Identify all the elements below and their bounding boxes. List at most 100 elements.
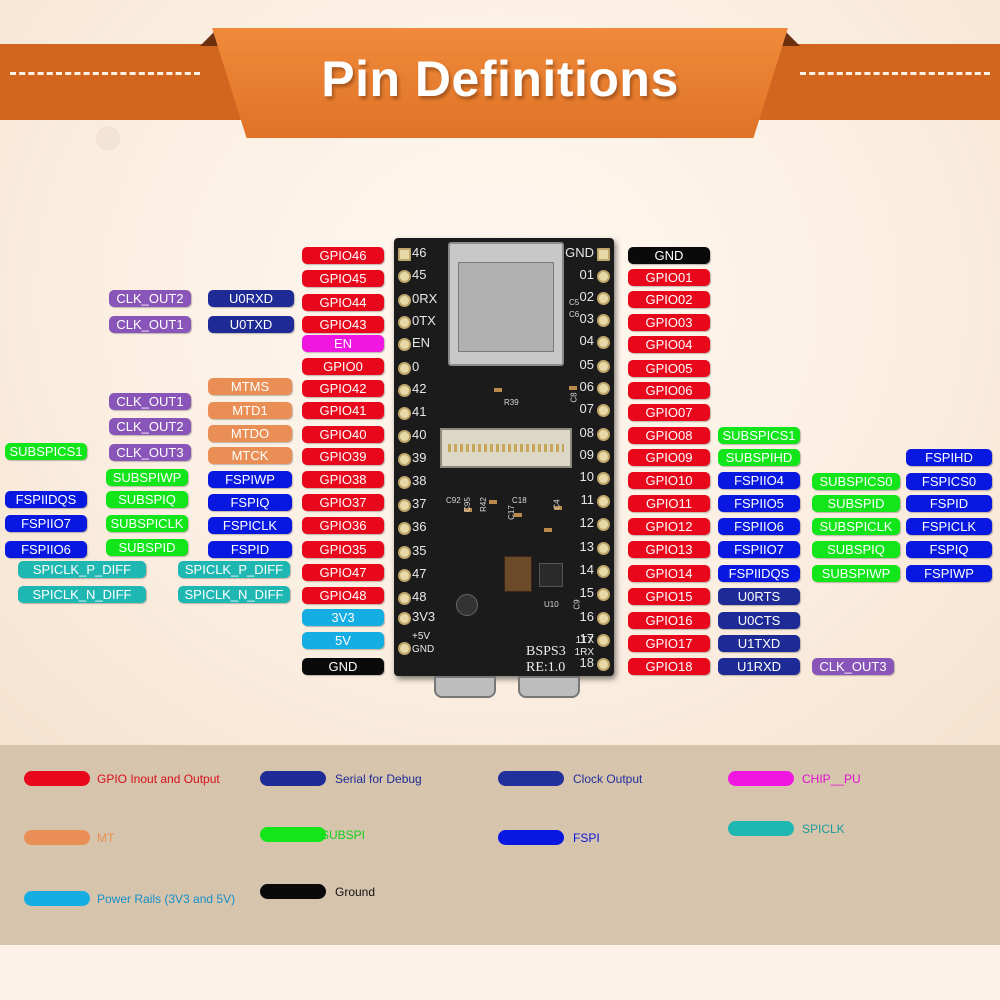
pin-label-gpio14: GPIO14 [628, 565, 710, 582]
pin-label-subspiclk: SUBSPICLK [812, 518, 900, 535]
silk-label-left: 42 [412, 381, 427, 396]
pin-label-fspiio6: FSPIIO6 [5, 541, 87, 558]
pin-label-spiclk-p-diff: SPICLK_P_DIFF [178, 561, 290, 578]
pin-hole-left [398, 546, 411, 559]
pin-label-gpio48: GPIO48 [302, 587, 384, 604]
silk-label-right: 18 [579, 655, 594, 670]
pin-label-clk-out3: CLK_OUT3 [109, 444, 191, 461]
silk-label-right: 10 [579, 469, 594, 484]
legend-label: Ground [335, 885, 376, 899]
legend-swatch [24, 891, 90, 906]
silk-label-right: 06 [579, 379, 594, 394]
pin-label-gpio37: GPIO37 [302, 494, 384, 511]
pin-label-gpio39: GPIO39 [302, 448, 384, 465]
pin-label-gpio46: GPIO46 [302, 247, 384, 264]
component-label: U10 [544, 600, 559, 609]
legend-label: Serial for Debug [335, 772, 422, 786]
pin-label-gpio04: GPIO04 [628, 336, 710, 353]
usb-port-left [434, 676, 496, 698]
pin-label-gpio35: GPIO35 [302, 541, 384, 558]
pin-hole-right [597, 270, 610, 283]
silk-label-right: 15 [579, 585, 594, 600]
pin-hole-right [597, 450, 610, 463]
smd-part [554, 506, 562, 510]
silk-label-right: 13 [579, 539, 594, 554]
board-name-line1: BSPS3 [526, 644, 566, 659]
pin-label-gpio11: GPIO11 [628, 495, 710, 512]
pin-label-clk-out1: CLK_OUT1 [109, 393, 191, 410]
pin-hole-left [398, 642, 411, 655]
legend-label: MT [97, 831, 115, 845]
silk-label-right: 16 [579, 609, 594, 624]
component-label: R42 [478, 497, 488, 512]
pin-label-spiclk-p-diff: SPICLK_P_DIFF [18, 561, 146, 578]
pin-diagram-scene: · Pin Definitions BSPS3 RE:1.0 R39 C8 C9… [0, 0, 1000, 745]
pin-label-gpio10: GPIO10 [628, 472, 710, 489]
silk-label-right: 11 [580, 492, 595, 507]
pin-hole-right [597, 565, 610, 578]
pin-label-gnd: GND [302, 658, 384, 675]
pin-label-gpio07: GPIO07 [628, 404, 710, 421]
pin-hole-left [398, 612, 411, 625]
pin-label-subspid: SUBSPID [106, 539, 188, 556]
component-label: R39 [504, 398, 519, 407]
silk-label-left: 36 [412, 519, 427, 534]
pin-label-subspiq: SUBSPIQ [106, 491, 188, 508]
legend-swatch [24, 771, 90, 786]
legend-label: Clock Output [573, 772, 643, 786]
silk-label-left: 41 [412, 404, 427, 419]
pin-label-gpio38: GPIO38 [302, 471, 384, 488]
pin-hole-right [597, 588, 610, 601]
pin-label-mtdo: MTDO [208, 425, 292, 442]
pin-label-gpio17: GPIO17 [628, 635, 710, 652]
silk-label-left: 37 [412, 496, 427, 511]
silk-label-right: 05 [579, 357, 594, 372]
usb-port-right [518, 676, 580, 698]
pin-label-fspics0: FSPICS0 [906, 473, 992, 490]
silk-label-right: 1RX [574, 647, 594, 658]
silk-label-right: 03 [579, 311, 594, 326]
pin-label-5v: 5V [302, 632, 384, 649]
pin-hole-left [398, 270, 411, 283]
dev-board: BSPS3 RE:1.0 R39 C8 C92 C95 R42 C18 C17 … [394, 238, 614, 698]
pin-hole-left [398, 499, 411, 512]
pin-hole-right [597, 292, 610, 305]
pin-hole-right [597, 360, 610, 373]
smd-part [464, 508, 472, 512]
pin-label-u1txd: U1TXD [718, 635, 800, 652]
pin-label-fspid: FSPID [906, 495, 992, 512]
pin-hole-right [597, 518, 610, 531]
pin-label-fspiclk: FSPICLK [906, 518, 992, 535]
pin-label-fspiio4: FSPIIO4 [718, 472, 800, 489]
pin-label-gpio16: GPIO16 [628, 612, 710, 629]
legend-label: CHIP__PU [802, 772, 861, 786]
legend-label: SUBSPI [321, 828, 366, 842]
pin-label-clk-out3: CLK_OUT3 [812, 658, 894, 675]
silk-label-right: 08 [579, 425, 594, 440]
pin-hole-left [398, 569, 411, 582]
pin-hole-right [597, 634, 610, 647]
silk-label-right: 1TX [575, 635, 594, 646]
legend-label: Power Rails (3V3 and 5V) [97, 892, 236, 906]
pin-hole-right [597, 404, 610, 417]
legend-swatch [260, 771, 326, 786]
pin-label-fspiio6: FSPIIO6 [718, 518, 800, 535]
header-banner [212, 28, 788, 138]
component-label: C4 [552, 499, 562, 510]
reset-button [456, 594, 478, 616]
pin-hole-left [398, 384, 411, 397]
pin-label-fspiwp: FSPIWP [208, 471, 292, 488]
silk-label-left: GND [412, 644, 435, 655]
inductor-component [504, 556, 532, 592]
component-label: C92 [446, 496, 461, 505]
smd-part [514, 513, 522, 517]
pin-hole-right [597, 336, 610, 349]
silk-label-left: 38 [412, 473, 427, 488]
pin-hole-left [398, 294, 411, 307]
silk-label-left: EN [412, 335, 431, 350]
pin-label-subspiwp: SUBSPIWP [106, 469, 188, 486]
component-label: C5 [569, 298, 580, 307]
pin-hole-left [398, 430, 411, 443]
legend-swatch [728, 821, 794, 836]
